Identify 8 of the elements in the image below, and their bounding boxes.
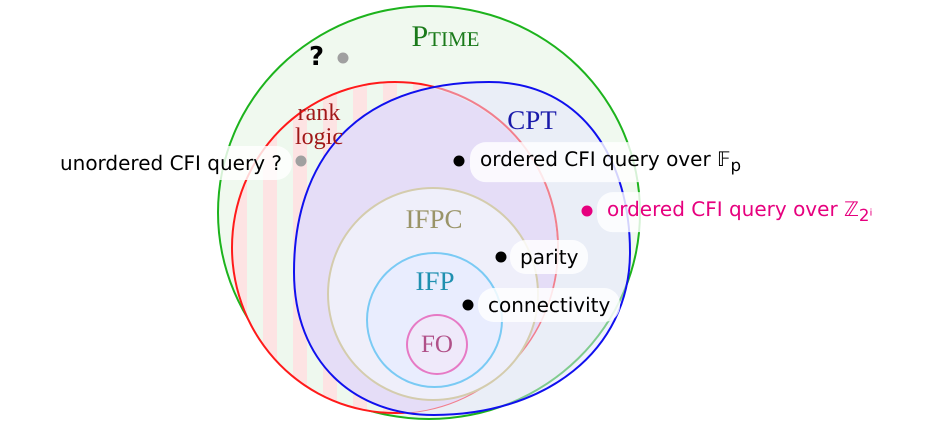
point-label: connectivity [478,288,620,322]
region-title: Ptime [410,22,480,52]
region-title: FO [420,332,454,357]
region-title: IFP [414,268,456,295]
region-title: IFPC [404,206,464,233]
point-label: parity [510,240,588,274]
region-title: CPT [506,107,558,134]
point-label: ? [309,44,324,70]
